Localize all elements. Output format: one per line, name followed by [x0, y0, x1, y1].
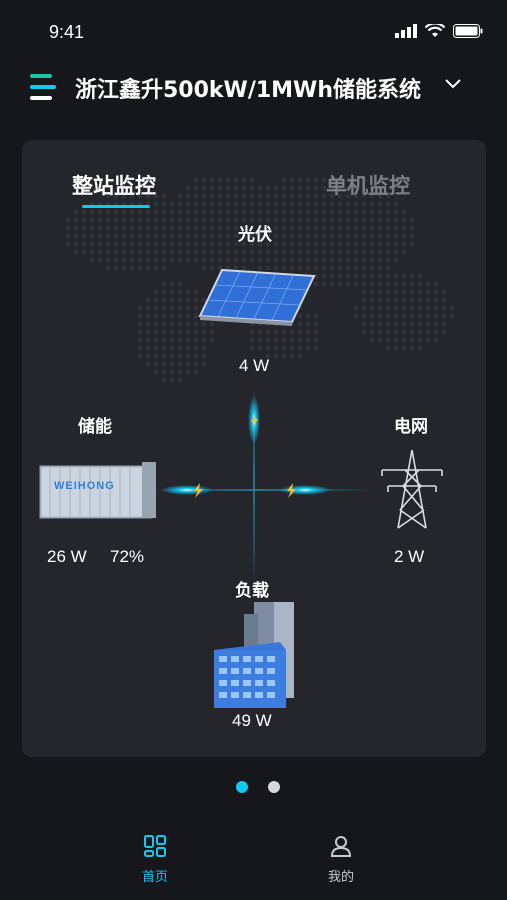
- tabbar-profile-label: 我的: [327, 870, 354, 885]
- storage-power: 26 W: [47, 547, 87, 566]
- flow-line-vertical: [253, 385, 255, 585]
- user-icon: [330, 836, 352, 857]
- pv-label: 光伏: [238, 225, 272, 245]
- transmission-tower-icon: [381, 449, 443, 529]
- page-dot[interactable]: [268, 781, 280, 793]
- solar-panel-icon: [198, 268, 316, 326]
- page-dot-active[interactable]: [236, 781, 248, 793]
- status-icons: [395, 24, 483, 38]
- grid-label: 电网: [394, 417, 428, 437]
- app-header: 浙江鑫升500kW/1MWh储能系统: [0, 62, 507, 112]
- storage-soc: 72%: [110, 547, 145, 566]
- flow-marker-pv: [248, 396, 260, 444]
- page-indicator: [236, 781, 280, 793]
- tab-station-monitor[interactable]: 整站监控: [72, 174, 156, 198]
- pv-power: 4 W: [239, 356, 270, 375]
- storage-container-icon: [39, 462, 156, 519]
- battery-icon: [453, 24, 483, 38]
- monitor-card: 整站监控 单机监控: [22, 140, 486, 757]
- energy-flow-diagram: [39, 268, 443, 708]
- load-label: 负载: [235, 581, 269, 601]
- tabbar-home-label: 首页: [141, 870, 168, 885]
- chevron-down-icon[interactable]: [443, 76, 463, 90]
- wifi-icon: [425, 24, 445, 37]
- flow-line-horizontal: [152, 489, 372, 491]
- world-map-background: [66, 178, 454, 382]
- bottom-tab-bar: 首页 我的: [0, 820, 507, 900]
- grid-power: 2 W: [394, 547, 425, 566]
- load-power: 49 W: [232, 711, 272, 730]
- tabbar-home[interactable]: 首页: [125, 834, 185, 885]
- menu-icon[interactable]: [30, 74, 56, 102]
- signal-icon: [395, 24, 417, 38]
- station-title[interactable]: 浙江鑫升500kW/1MWh储能系统: [75, 78, 421, 103]
- storage-brand: WEIHONG: [54, 480, 115, 492]
- status-bar: 9:41: [0, 0, 507, 60]
- active-tab-indicator: [82, 205, 150, 208]
- tab-unit-monitor[interactable]: 单机监控: [326, 174, 410, 198]
- flow-marker-grid: [279, 483, 331, 498]
- status-time: 9:41: [49, 22, 85, 42]
- storage-label: 储能: [78, 417, 112, 437]
- flow-marker-storage: [161, 483, 213, 498]
- home-grid-icon: [144, 835, 166, 857]
- tabbar-profile[interactable]: 我的: [311, 834, 371, 885]
- building-icon: [214, 602, 294, 708]
